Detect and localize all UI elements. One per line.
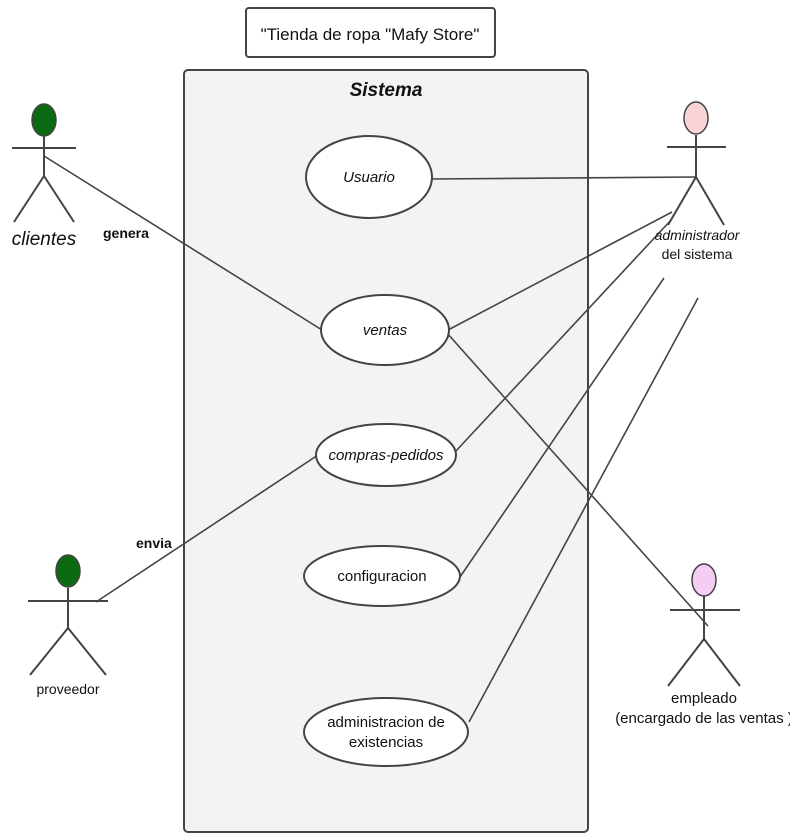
administrador-label-line1: administrador [655, 227, 741, 243]
administracion-ellipse [303, 697, 469, 767]
title-box [245, 7, 496, 58]
line-administracion-administrador [468, 297, 699, 723]
compras-pedidos-label: compras-pedidos [328, 447, 444, 464]
empleado-figure [667, 596, 741, 687]
line-ventas-administrador [447, 211, 673, 331]
line-ventas-empleado [446, 332, 709, 627]
proveedor-figure [28, 588, 108, 676]
usuario-ellipse [305, 135, 433, 219]
title-text: "Tienda de ropa "Mafy Store" [261, 25, 480, 44]
administrador-label-line2: del sistema [662, 246, 733, 262]
proveedor-head [55, 554, 81, 588]
administracion-label-line2: existencias [349, 734, 423, 751]
line-compras-administrador [454, 218, 673, 453]
use-case-configuracion[interactable]: configuracion [303, 545, 461, 607]
system-label: Sistema [350, 80, 423, 101]
actor-proveedor[interactable]: proveedor [28, 554, 108, 697]
actor-administrador[interactable]: administrador del sistema [655, 101, 741, 262]
line-clientes-ventas [43, 155, 323, 331]
empleado-head [691, 563, 717, 597]
line-usuario-administrador [431, 176, 697, 180]
administrador-head [683, 101, 709, 135]
administrador-figure [667, 135, 726, 226]
clientes-label: clientes [12, 229, 77, 250]
empleado-label-line1: empleado [671, 690, 737, 707]
empleado-label-line2: (encargado de las ventas ) [615, 710, 790, 727]
ventas-label: ventas [363, 322, 408, 339]
line-compras-proveedor [95, 454, 319, 603]
proveedor-label: proveedor [36, 681, 99, 697]
compras-pedidos-ellipse [315, 423, 457, 487]
relation-genera-label: genera [103, 225, 149, 241]
actor-empleado[interactable]: empleado (encargado de las ventas ) [615, 563, 790, 727]
clientes-figure [12, 136, 76, 223]
use-case-administracion-existencias[interactable]: administracion de existencias [303, 697, 469, 767]
use-case-usuario[interactable]: Usuario [305, 135, 433, 219]
diagram-title: "Tienda de ropa "Mafy Store" [245, 7, 496, 58]
clientes-head [31, 103, 57, 137]
configuracion-ellipse [303, 545, 461, 607]
usuario-label: Usuario [343, 169, 395, 186]
association-lines [43, 155, 709, 723]
line-configuracion-administrador [459, 277, 665, 578]
ventas-ellipse [320, 294, 450, 366]
configuracion-label: configuracion [337, 568, 426, 585]
actor-clientes[interactable]: clientes [12, 103, 77, 250]
administracion-label-line1: administracion de [327, 714, 445, 731]
use-case-compras-pedidos[interactable]: compras-pedidos [315, 423, 457, 487]
relation-envia-label: envia [136, 535, 172, 551]
use-case-ventas[interactable]: ventas [320, 294, 450, 366]
